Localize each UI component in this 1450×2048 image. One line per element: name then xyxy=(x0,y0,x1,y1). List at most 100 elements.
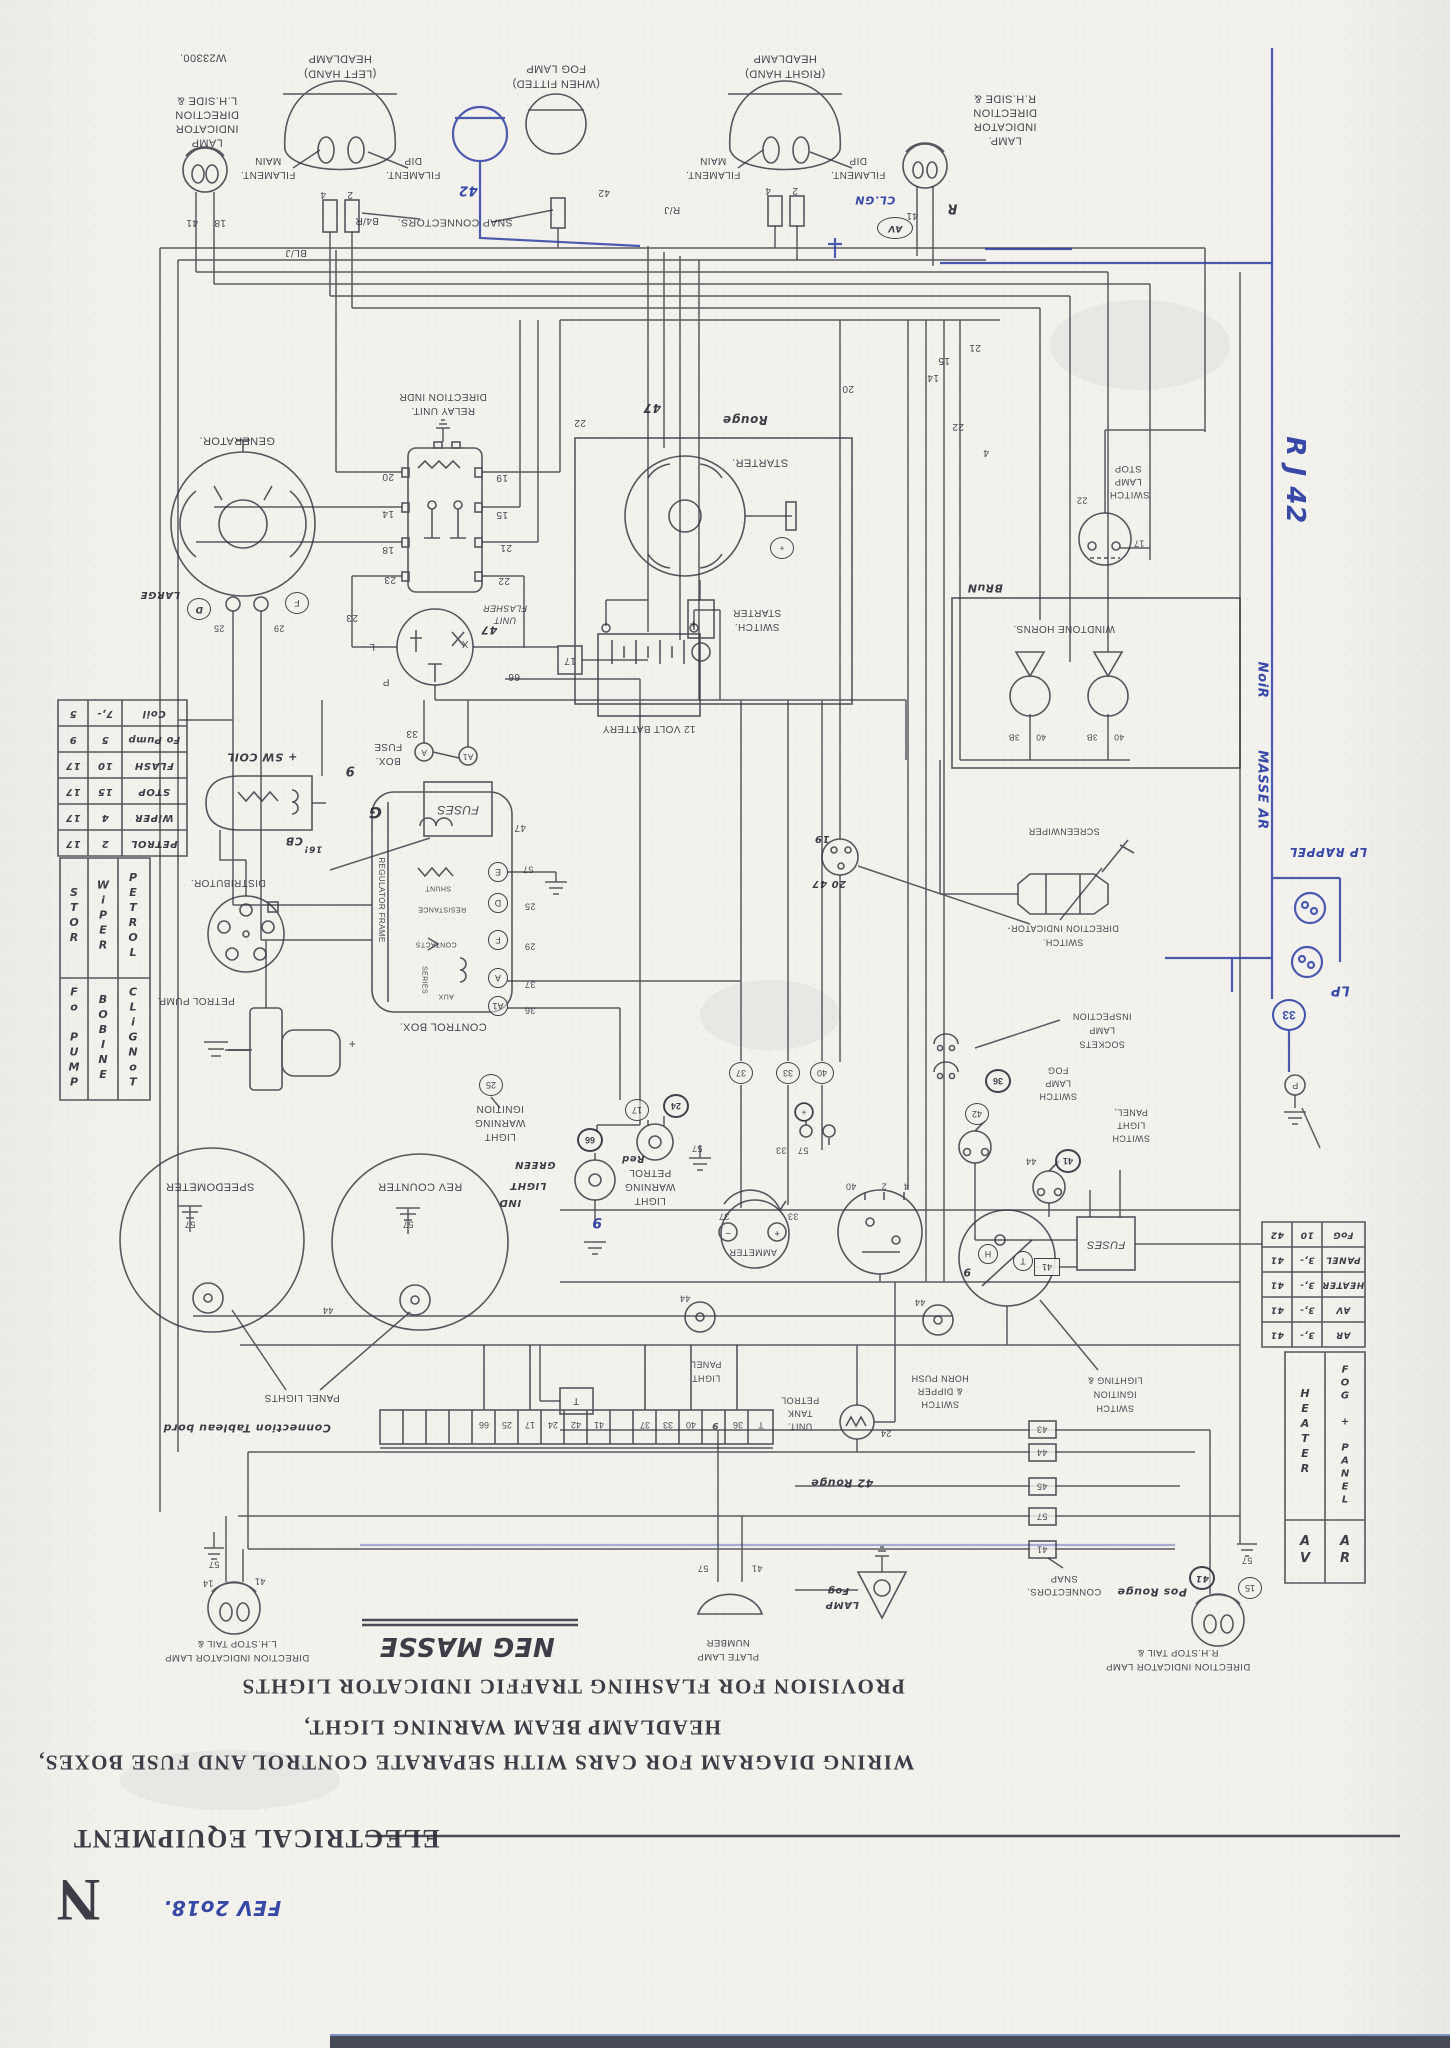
wire-66: 66 xyxy=(508,671,520,682)
lh-indicator-lamp-symbol xyxy=(182,146,228,193)
title-headlamp-beam: HEADLAMP BEAM WARNING LIGHT, xyxy=(302,1715,722,1740)
ftr-cell: AR xyxy=(1335,1329,1351,1340)
terminal-pr: P xyxy=(382,676,390,687)
handwritten-light: LIGHT xyxy=(509,1180,547,1191)
screenwiper-symbol xyxy=(1017,839,1135,915)
lighting-ignition-switch-symbol xyxy=(837,1189,1056,1307)
pump-plus: + xyxy=(348,1037,356,1051)
strip-cell: 33 xyxy=(662,1420,674,1430)
rev-counter-label: REV COUNTER xyxy=(377,1180,463,1193)
fog-switch-label: SWITCH xyxy=(1039,1091,1077,1102)
circled-42: 42 xyxy=(965,1103,989,1125)
panel-switch-label: SWITCH xyxy=(1112,1133,1150,1144)
ftr-cell: FoG xyxy=(1332,1229,1354,1240)
circled-p-symbol xyxy=(1284,1074,1306,1096)
ftl-cell: 2 xyxy=(101,838,109,849)
panel-light-label: PANEL xyxy=(690,1359,722,1370)
strip-cell: 36 xyxy=(732,1420,744,1430)
strip-cell: 24 xyxy=(547,1420,559,1430)
handwritten-cb: CB xyxy=(285,834,303,848)
left-fuse-table-grid xyxy=(57,699,188,1101)
circled-av: AV xyxy=(877,217,913,239)
windtone-horns-symbol xyxy=(951,597,1241,769)
handwritten-16: 16! xyxy=(303,843,323,854)
starter-switch-label: SWITCH. xyxy=(734,621,780,632)
ignition-warning-label: WARNING xyxy=(474,1117,526,1128)
wire-37: 37 xyxy=(524,979,536,990)
ignition-coil-symbol xyxy=(205,775,313,831)
panel-lights-label: PANEL LIGHTS xyxy=(264,1392,340,1403)
wire-40: 40 xyxy=(1113,732,1125,743)
petrol-tank-label: TANK xyxy=(787,1408,813,1419)
aux-label: AUX xyxy=(438,992,454,1000)
handwritten-date-stamp: FEV 2o18. xyxy=(162,1896,282,1920)
wire-24: 24 xyxy=(880,1428,892,1439)
wire-42: 42 xyxy=(598,187,610,198)
rh-stop-label: R.H.STOP TAIL & xyxy=(1137,1646,1219,1658)
petrol-warning-label: WARNING xyxy=(624,1181,676,1192)
dip-filament-label: FILAMENT. xyxy=(830,169,886,180)
stop-switch-label: SWITCH. xyxy=(1106,488,1150,500)
handwritten-42: 42 xyxy=(458,182,478,198)
ftl-cell: 5 xyxy=(69,708,77,719)
handwritten-neg-masse: NEG MASSE xyxy=(379,1631,555,1661)
main-filament-label: FILAMENT. xyxy=(685,169,741,180)
ignition-warning-label: IGNITION xyxy=(476,1103,524,1114)
handwritten-brun: BRuN xyxy=(967,581,1003,595)
wire-23: 23 xyxy=(384,574,396,585)
lh-stop-lamp-symbol xyxy=(207,1581,261,1635)
handwritten-blue-9: 9 xyxy=(591,1214,603,1230)
strip-cell: 40 xyxy=(685,1420,697,1430)
lighting-ignition-label: SWITCH xyxy=(1096,1403,1134,1414)
wire-33: 33 xyxy=(406,728,418,739)
stop-switch-label: STOP xyxy=(1114,462,1142,474)
wire-color-rj: R/J xyxy=(663,204,681,215)
wire-18: 18 xyxy=(214,217,226,228)
handwritten-19: 19 xyxy=(814,833,830,844)
ftl-cell: PETROL xyxy=(130,838,178,849)
headlamp-left-symbol xyxy=(283,80,397,233)
circled-17: 17 xyxy=(625,1099,649,1121)
terminal-a: A xyxy=(488,968,508,988)
circled-66: 66 xyxy=(577,1128,603,1152)
direction-switch-label: DIRECTION INDICATOR- xyxy=(1007,923,1119,934)
handwritten-g: G xyxy=(368,803,382,822)
word-petrol: PETROL xyxy=(126,871,140,961)
headlamp-left-label: (LEFT HAND) xyxy=(303,67,377,80)
word-clignot: CLiGNoT xyxy=(126,985,140,1091)
petrol-warning-label: PETROL xyxy=(628,1167,672,1178)
rh-indicator-label: LAMP. xyxy=(988,134,1022,147)
petrol-tank-label: PETROL xyxy=(780,1395,820,1406)
ftl-cell: 9 xyxy=(69,734,77,745)
wire-33: 33 xyxy=(775,1145,787,1156)
battery-plus: + xyxy=(689,617,697,631)
lh-indicator-label: L.H.SIDE & xyxy=(176,94,238,107)
terminal-f: F xyxy=(488,930,508,950)
ftl-cell: 17 xyxy=(65,838,81,849)
ftr-cell: 42 xyxy=(1270,1229,1284,1240)
fuse-box-label: FUSE xyxy=(373,741,403,752)
wire-color-b4r: B4/R xyxy=(355,215,379,226)
fog-switch-label: FOG xyxy=(1047,1065,1069,1076)
wire-57: 57 xyxy=(797,1145,809,1156)
wire-41: 41 xyxy=(751,1563,763,1574)
snap-connectors-label: SNAP CONNECTORS. xyxy=(397,216,513,229)
fuses-label: FUSES xyxy=(436,803,480,817)
lighting-ignition-label: IGNITION xyxy=(1093,1389,1137,1400)
handwritten-connection-tableau: Connection Tableau bord xyxy=(163,1421,331,1435)
panel-switch-label: PANEL, xyxy=(1114,1107,1148,1118)
scanner-edge-bar xyxy=(330,2034,1450,2048)
fuses-box-symbol xyxy=(423,781,493,837)
dip-filament-label: DIP xyxy=(849,155,867,166)
direction-switch-label: SWITCH. xyxy=(1042,937,1084,948)
circled-plus: + xyxy=(770,537,794,559)
warning-light-bulbs xyxy=(574,1123,674,1201)
rh-indicator-label: DIRECTION xyxy=(972,106,1038,119)
strip-cell: 25 xyxy=(501,1420,513,1430)
wire-3b: 3B xyxy=(1086,732,1098,743)
fog-switch-label: LAMP xyxy=(1044,1078,1072,1089)
ftr-col-heater: HEATER xyxy=(1298,1387,1312,1477)
number-plate-label: PLATE LAMP xyxy=(697,1650,759,1662)
contacts-label: CONTACTS xyxy=(415,940,457,948)
wire-4: 4 xyxy=(320,189,326,200)
